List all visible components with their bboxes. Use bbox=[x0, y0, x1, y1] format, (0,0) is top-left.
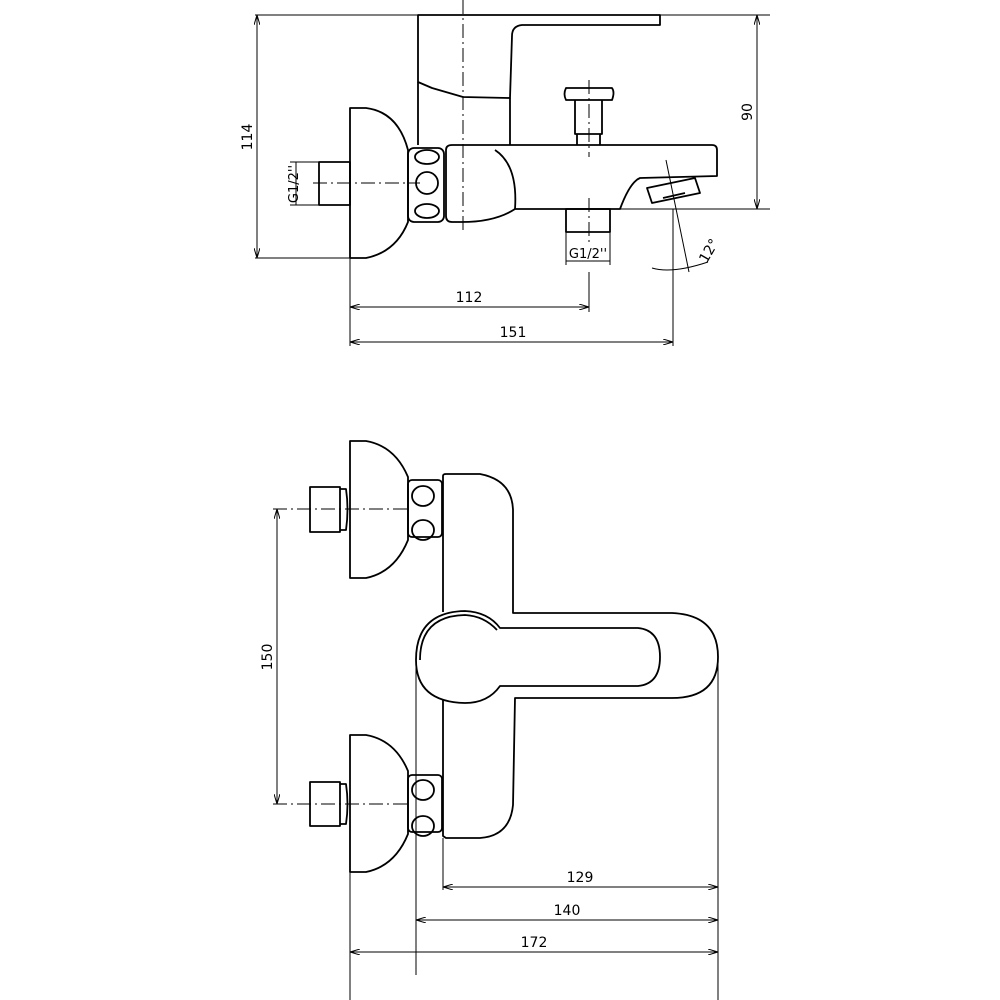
side-view: 114 90 G1/2'' G1/2'' 12° 112 151 bbox=[240, 0, 770, 346]
outlet-thread-label: G1/2'' bbox=[569, 247, 607, 262]
wall-plate-lower bbox=[349, 734, 409, 873]
angle-label: 12° bbox=[696, 236, 722, 266]
dimension-140-label: 140 bbox=[554, 903, 581, 919]
dimension-129-label: 129 bbox=[567, 870, 594, 886]
dimension-151-label: 151 bbox=[500, 325, 527, 341]
spout-body bbox=[445, 144, 718, 223]
angle-arc bbox=[651, 261, 709, 271]
front-view: 150 129 140 172 bbox=[260, 440, 719, 1000]
body-contour bbox=[494, 149, 517, 210]
wall-plate-upper bbox=[349, 440, 409, 579]
handle-lever bbox=[415, 610, 661, 704]
lever bbox=[417, 14, 661, 99]
spout-angle-line bbox=[665, 159, 690, 273]
nut-hole bbox=[411, 485, 435, 507]
dimension-172-label: 172 bbox=[521, 935, 548, 951]
handle-contour bbox=[419, 614, 498, 661]
dimension-114-label: 114 bbox=[240, 124, 256, 151]
nut-hole bbox=[411, 519, 435, 541]
dimension-150-label: 150 bbox=[260, 644, 276, 671]
nut-hole bbox=[415, 171, 439, 195]
nut-hole bbox=[411, 815, 435, 837]
nut bbox=[407, 147, 445, 223]
nut-lower bbox=[407, 774, 443, 833]
outlet-connector bbox=[565, 208, 611, 233]
nut-hole bbox=[414, 203, 440, 219]
dimension-112-label: 112 bbox=[456, 290, 483, 306]
cartridge bbox=[417, 82, 511, 145]
inlet-thread-label: G1/2'' bbox=[287, 165, 302, 203]
nut-hole bbox=[411, 779, 435, 801]
nut-upper bbox=[407, 479, 443, 538]
nut-hole bbox=[414, 149, 440, 165]
aerator bbox=[646, 177, 701, 204]
body-outline bbox=[442, 473, 719, 839]
dimension-90-label: 90 bbox=[740, 103, 756, 121]
